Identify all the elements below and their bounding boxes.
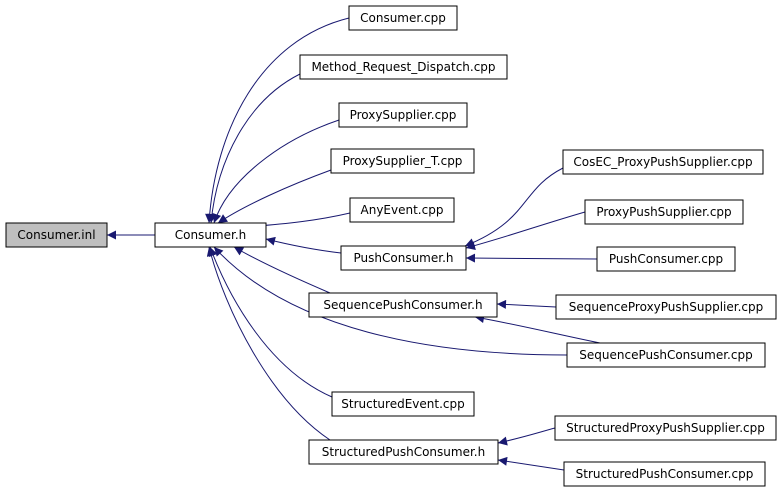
node-label: SequenceProxyPushSupplier.cpp (569, 300, 764, 314)
node-anyevent-cpp[interactable]: AnyEvent.cpp (349, 197, 455, 223)
node-consumer-cpp[interactable]: Consumer.cpp (348, 5, 458, 31)
node-box (299, 54, 508, 80)
edge-line (208, 246, 333, 398)
edge-pushconsumer-cpp-to-pushconsumer-h (465, 253, 598, 263)
edge-pushconsumer-h-to-consumer-h (265, 236, 342, 254)
edge-line (212, 119, 340, 224)
node-sequencepushconsumer-h[interactable]: SequencePushConsumer.h (308, 292, 498, 318)
node-structuredproxypushsupplier-cpp[interactable]: StructuredProxyPushSupplier.cpp (554, 415, 777, 441)
node-method-request-dispatch-cpp[interactable]: Method_Request_Dispatch.cpp (299, 54, 508, 80)
node-box (330, 148, 475, 174)
node-box (338, 102, 468, 128)
node-pushconsumer-h[interactable]: PushConsumer.h (340, 245, 467, 271)
node-box (566, 342, 766, 368)
edge-structuredpushconsumer-h-to-consumer-h (206, 246, 331, 441)
node-consumer-inl: Consumer.inl (5, 222, 108, 248)
node-box (554, 415, 777, 441)
node-box (562, 149, 764, 175)
node-proxysupplier-t-cpp[interactable]: ProxySupplier_T.cpp (330, 148, 475, 174)
node-label: Method_Request_Dispatch.cpp (311, 60, 495, 74)
edge-line (465, 211, 586, 250)
edge-line (497, 427, 556, 446)
node-box (331, 391, 475, 417)
node-label: Consumer.inl (17, 228, 95, 242)
node-box (308, 292, 498, 318)
edge-proxysupplier-t-cpp-to-consumer-h (217, 169, 332, 224)
edge-method-request-dispatch-cpp-to-consumer-h (207, 73, 301, 224)
node-box (563, 461, 766, 487)
edge-sequencepushconsumer-cpp-to-sequencepushconsumer-h (474, 314, 601, 344)
node-box (5, 222, 108, 248)
edge-proxypushsupplier-cpp-to-pushconsumer-h (465, 211, 586, 250)
node-label: ProxySupplier_T.cpp (343, 154, 463, 168)
edge-structuredevent-cpp-to-consumer-h (208, 246, 333, 398)
node-proxypushsupplier-cpp[interactable]: ProxyPushSupplier.cpp (584, 199, 744, 225)
node-label: StructuredPushConsumer.cpp (576, 467, 754, 481)
node-label: CosEC_ProxyPushSupplier.cpp (573, 155, 752, 169)
node-consumer-h[interactable]: Consumer.h (154, 222, 267, 248)
edge-line (205, 17, 350, 224)
edge-sequenceproxypushsupplier-cpp-to-sequencepushconsumer-h (496, 299, 557, 309)
edge-cosec-proxypushsupplier-cpp-to-pushconsumer-h (464, 167, 564, 247)
node-sequenceproxypushsupplier-cpp[interactable]: SequenceProxyPushSupplier.cpp (555, 294, 777, 320)
node-label: PushConsumer.h (354, 251, 454, 265)
edge-line (497, 456, 565, 471)
node-label: SequencePushConsumer.h (323, 298, 482, 312)
node-box (308, 439, 499, 465)
edge-sequencepushconsumer-cpp-to-consumer-h (213, 246, 568, 356)
edges (107, 17, 601, 471)
node-proxysupplier-cpp[interactable]: ProxySupplier.cpp (338, 102, 468, 128)
node-label: StructuredProxyPushSupplier.cpp (566, 421, 765, 435)
edge-line (496, 299, 557, 309)
node-label: Consumer.h (175, 228, 247, 242)
edge-line (474, 314, 601, 344)
edge-line (217, 169, 332, 224)
node-box (340, 245, 467, 271)
edge-line (206, 246, 331, 441)
nodes: Consumer.inl Consumer.h Consumer.cppMethod… (5, 5, 777, 487)
node-box (154, 222, 267, 248)
node-label: PushConsumer.cpp (609, 252, 723, 266)
edge-structuredproxypushsupplier-cpp-to-structuredpushconsumer-h (497, 427, 556, 446)
node-box (348, 5, 458, 31)
edge-line (265, 236, 342, 254)
edge-consumer-cpp-to-consumer-h (205, 17, 350, 224)
node-label: ProxySupplier.cpp (350, 108, 457, 122)
node-box (596, 246, 736, 272)
node-label: SequencePushConsumer.cpp (579, 348, 752, 362)
node-label: AnyEvent.cpp (361, 203, 444, 217)
node-label: StructuredPushConsumer.h (322, 445, 485, 459)
edge-line (213, 246, 568, 356)
node-sequencepushconsumer-cpp[interactable]: SequencePushConsumer.cpp (566, 342, 766, 368)
node-box (555, 294, 777, 320)
edge-structuredpushconsumer-cpp-to-structuredpushconsumer-h (497, 456, 565, 471)
edge-line (465, 253, 598, 263)
node-structuredevent-cpp[interactable]: StructuredEvent.cpp (331, 391, 475, 417)
edge-line (233, 246, 331, 294)
node-label: Consumer.cpp (360, 11, 446, 25)
node-structuredpushconsumer-h[interactable]: StructuredPushConsumer.h (308, 439, 499, 465)
edge-sequencepushconsumer-h-to-consumer-h (233, 246, 331, 294)
edge-line (464, 167, 564, 247)
edge-proxysupplier-cpp-to-consumer-h (212, 119, 340, 224)
edge-line (207, 73, 301, 224)
node-structuredpushconsumer-cpp[interactable]: StructuredPushConsumer.cpp (563, 461, 766, 487)
node-box (349, 197, 455, 223)
node-label: StructuredEvent.cpp (341, 397, 464, 411)
node-label: ProxyPushSupplier.cpp (596, 205, 731, 219)
node-pushconsumer-cpp[interactable]: PushConsumer.cpp (596, 246, 736, 272)
node-box (584, 199, 744, 225)
node-cosec-proxypushsupplier-cpp[interactable]: CosEC_ProxyPushSupplier.cpp (562, 149, 764, 175)
